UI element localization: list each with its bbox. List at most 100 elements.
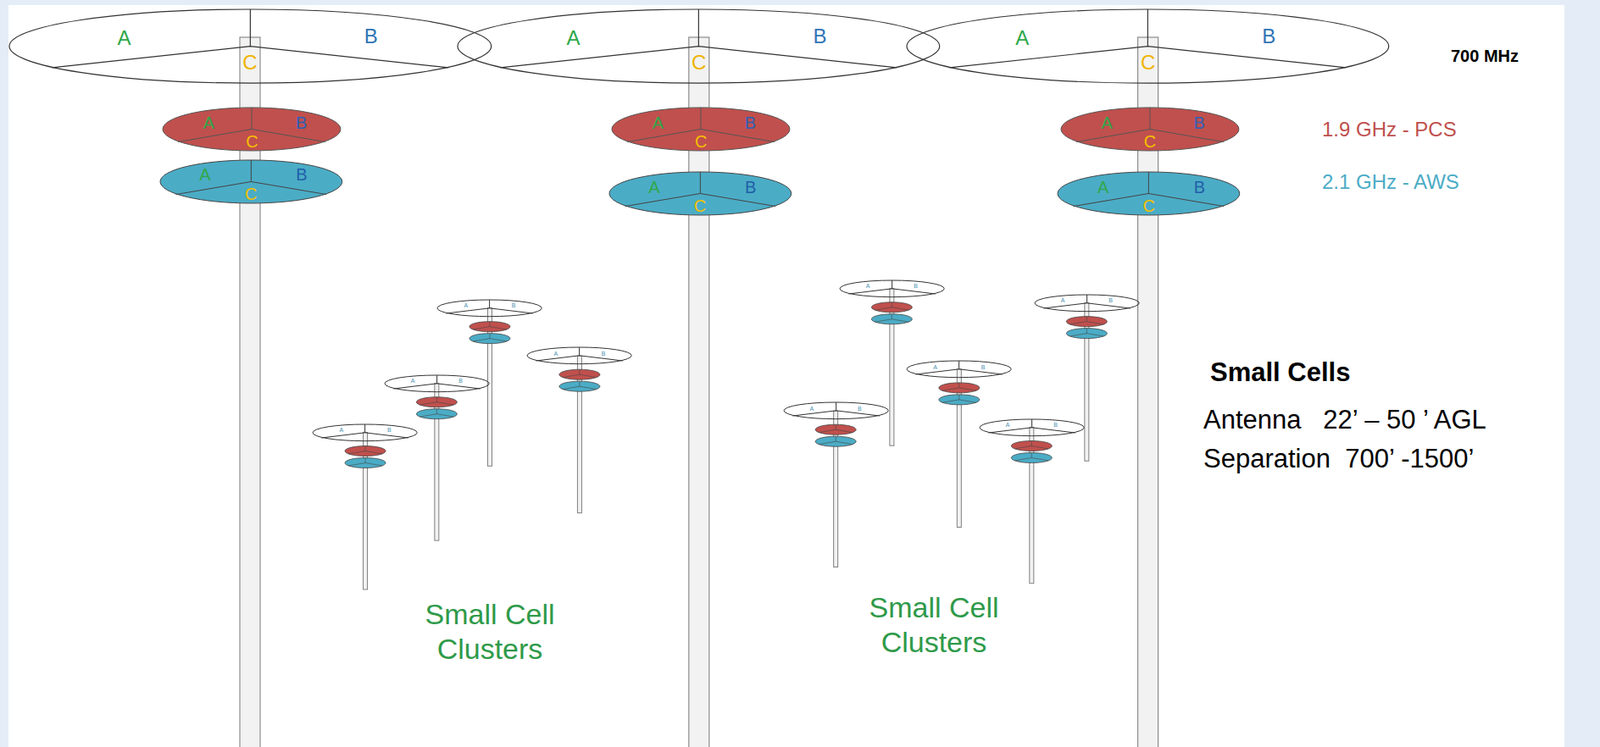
- sector-letter: C: [1144, 133, 1156, 150]
- sector-letter: B: [744, 178, 756, 196]
- antenna-outline: [1033, 294, 1140, 313]
- sector-letter: B: [857, 405, 862, 412]
- sector-letter: B: [295, 114, 307, 132]
- sector-letter: A: [1097, 178, 1109, 196]
- sector-line: [578, 381, 580, 387]
- sector-letter: C: [242, 52, 257, 73]
- small-cell-antenna: [559, 369, 600, 380]
- sector-line: [251, 107, 253, 129]
- sector-line: [419, 414, 454, 417]
- antenna-ellipse: [609, 172, 792, 216]
- sector-line: [792, 411, 880, 417]
- small-cell-antenna: [1011, 453, 1052, 464]
- section-heading: Small Cells: [1210, 356, 1350, 389]
- sector-line: [698, 9, 700, 47]
- antenna-outline: [905, 360, 1012, 379]
- sector-letter: C: [245, 133, 258, 150]
- sector-letter: B: [364, 26, 378, 47]
- sector-antenna: ABC: [905, 8, 1390, 84]
- sector-line: [436, 409, 438, 415]
- sector-line: [365, 446, 367, 452]
- sector-line: [1031, 419, 1033, 428]
- small-cell-antenna: [469, 322, 511, 333]
- sector-line: [250, 160, 252, 182]
- sector-line: [472, 327, 507, 330]
- sector-antenna: ABC: [456, 8, 941, 84]
- sector-line: [1086, 316, 1088, 323]
- sector-antenna: ABC: [608, 171, 793, 217]
- sector-line: [958, 394, 960, 400]
- small-cell-antenna: [1011, 441, 1052, 452]
- sector-letter: C: [694, 197, 706, 215]
- small-cell-antenna: [344, 446, 386, 457]
- sector-letter: A: [1061, 297, 1066, 304]
- sector-line: [578, 347, 580, 356]
- small-cell-antenna: [1066, 328, 1107, 339]
- sector-antenna: ABC: [8, 8, 493, 84]
- antenna-outline: [978, 418, 1085, 438]
- sector-line: [393, 383, 481, 389]
- cluster-label: Small Cell Clusters: [392, 597, 588, 667]
- sector-line: [942, 400, 977, 403]
- sector-letter: A: [203, 114, 215, 132]
- small-cell-antenna: [559, 381, 600, 392]
- sector-line: [348, 463, 383, 467]
- sector-letter: A: [810, 405, 815, 412]
- sector-antenna: A B C: [161, 106, 342, 152]
- sector-letter: A: [463, 302, 468, 309]
- small-cell-antenna: [938, 383, 980, 394]
- sector-line: [578, 369, 580, 375]
- antenna-outline: [526, 346, 633, 366]
- sector-line: [562, 386, 597, 389]
- antenna-ellipse: [384, 375, 489, 393]
- antenna-ellipse: [906, 9, 1389, 84]
- sector-letter: A: [553, 350, 558, 356]
- cluster-label: Small Cell Clusters: [836, 590, 1032, 661]
- small-cell-antenna: AB: [905, 360, 1012, 379]
- small-cell-antenna: AB: [311, 423, 418, 443]
- sector-letter: A: [199, 166, 211, 184]
- sector-line: [562, 374, 597, 378]
- small-cell-antenna: [871, 314, 912, 325]
- sector-line: [436, 397, 438, 403]
- small-cell-antenna: AB: [1033, 294, 1140, 313]
- antenna-ellipse: [160, 160, 343, 204]
- sector-line: [848, 288, 936, 295]
- antenna-ellipse: [783, 402, 889, 420]
- sector-line: [249, 9, 250, 47]
- antenna-ellipse: [979, 419, 1084, 437]
- sector-line: [1069, 322, 1104, 325]
- sector-letter: A: [411, 377, 416, 384]
- sector-line: [488, 300, 490, 309]
- small-cell-antenna: [1066, 316, 1107, 328]
- sector-line: [1043, 303, 1131, 309]
- spec-note: Antenna 22’ – 50 ’ AGL: [1203, 404, 1487, 436]
- sector-line: [915, 369, 1003, 375]
- sector-line: [472, 338, 507, 342]
- antenna-outline: [838, 279, 945, 299]
- antenna-outline: [383, 374, 490, 394]
- sector-line: [1031, 453, 1033, 459]
- sector-line: [1148, 172, 1150, 194]
- sector-line: [942, 388, 977, 391]
- small-cell-antenna: AB: [978, 418, 1085, 438]
- small-cell-antenna: [815, 424, 856, 435]
- sector-letter: C: [1140, 52, 1156, 73]
- small-cell-antenna: [469, 333, 511, 345]
- sector-line: [835, 402, 837, 412]
- antenna-ellipse: [1057, 172, 1240, 216]
- sector-line: [700, 107, 702, 129]
- small-cell-antenna: AB: [783, 401, 889, 421]
- sector-line: [365, 458, 367, 464]
- sector-line: [348, 451, 383, 455]
- sector-letter: A: [566, 27, 580, 49]
- small-cell-antenna: [815, 436, 856, 447]
- antenna-ellipse: [1034, 294, 1139, 312]
- sector-letter: B: [458, 377, 463, 384]
- sector-line: [818, 441, 853, 445]
- sector-line: [1014, 446, 1049, 450]
- sector-line: [1086, 328, 1088, 334]
- sector-letter: A: [1100, 114, 1112, 132]
- antenna-ellipse: [611, 107, 790, 151]
- antenna-outline: [783, 401, 889, 421]
